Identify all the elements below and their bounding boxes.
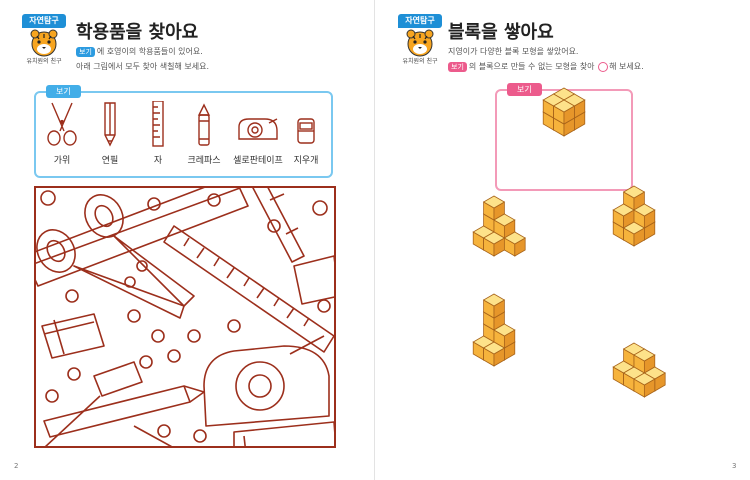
decorative-dots	[40, 190, 331, 443]
right-page: 자연탐구 유치원의 친구 블록을 쌓아요 지영이가 다양한 블록 모형을 쌓았어…	[376, 0, 750, 480]
tiger-mascot-icon	[30, 29, 58, 57]
block-face	[493, 323, 516, 337]
pencil-icon	[104, 102, 116, 147]
tool-label: 셀로판테이프	[233, 156, 283, 166]
category-flag: 자연탐구	[22, 14, 66, 28]
hidden-scissors	[36, 194, 195, 319]
tool-scissors: 가위	[34, 101, 90, 166]
tool-label: 가위	[53, 156, 71, 166]
tool-label: 지우개	[293, 156, 319, 166]
instruction-line-1: 지영이가 다양한 블록 모형을 쌓았어요.	[448, 47, 579, 56]
tool-ruler: 자	[130, 101, 186, 166]
page-title: 학용품을 찾아요	[76, 22, 199, 43]
block-face	[622, 185, 646, 199]
block-face	[482, 231, 506, 245]
block-face	[622, 221, 646, 235]
example-tab: 보기	[507, 83, 542, 96]
tool-tape-dispenser: 셀로판테이프	[226, 101, 290, 166]
block-option-4[interactable]	[612, 342, 666, 398]
block-face	[482, 341, 506, 355]
ruler-icon	[152, 101, 164, 147]
eraser-icon	[297, 118, 315, 144]
tape-dispenser-icon	[238, 118, 278, 140]
block-face	[482, 195, 506, 209]
hidden-eraser	[41, 313, 105, 359]
block-models-area	[472, 87, 666, 398]
hidden-pencil-large	[34, 186, 249, 287]
page-number: 2	[14, 462, 19, 470]
example-pill: 보기	[76, 47, 95, 57]
block-option-1[interactable]	[472, 195, 526, 257]
category-badge: 자연탐구 유치원의 친구	[398, 14, 442, 65]
block-face	[633, 348, 656, 362]
badge-caption: 유치원의 친구	[26, 58, 62, 65]
hidden-pencil-lower	[43, 385, 191, 438]
tool-label: 자	[153, 156, 163, 166]
category-badge: 자연탐구 유치원의 친구	[22, 14, 66, 65]
tool-label: 연필	[101, 156, 119, 166]
block-option-3[interactable]	[472, 293, 516, 367]
example-tools-box: 보기 가위 연필	[34, 85, 334, 178]
block-face	[612, 203, 635, 217]
tool-eraser: 지우개	[278, 101, 334, 166]
instruction-text-1: 에 호영이의 학용품들이 있어요.	[96, 47, 203, 56]
block-option-2[interactable]	[612, 185, 656, 247]
badge-caption: 유치원의 친구	[402, 58, 438, 65]
tool-label: 크레파스	[187, 156, 221, 166]
crayon-icon	[197, 103, 211, 146]
block-face	[552, 99, 576, 113]
tiger-mascot-icon	[406, 29, 434, 57]
tool-crayon: 크레파스	[176, 101, 232, 166]
hidden-tape-dispenser	[203, 335, 330, 427]
circle-mark-icon	[598, 61, 609, 72]
instruction-line-2: 아래 그림에서 모두 찾아 색칠해 보세요.	[76, 62, 210, 71]
category-flag: 자연탐구	[398, 14, 442, 28]
page-number: 3	[732, 462, 737, 470]
instruction-text-2a: 의 블록으로 만들 수 없는 모형을 찾아	[468, 62, 595, 71]
block-face	[633, 203, 656, 217]
example-block-model[interactable]	[542, 87, 586, 137]
instruction-text-2b: 해 보세요.	[609, 62, 644, 71]
block-face	[493, 213, 516, 227]
hidden-crayon-top	[251, 186, 305, 263]
tool-pencil: 연필	[82, 101, 138, 166]
hidden-objects-coloring-picture	[34, 186, 336, 448]
hidden-ruler	[163, 225, 335, 353]
block-face	[482, 293, 506, 307]
example-tab: 보기	[46, 85, 81, 98]
scissors-icon	[47, 102, 77, 146]
example-pill: 보기	[448, 62, 467, 72]
block-face	[503, 231, 526, 245]
page-title: 블록을 쌓아요	[448, 22, 554, 43]
block-face	[633, 372, 656, 386]
